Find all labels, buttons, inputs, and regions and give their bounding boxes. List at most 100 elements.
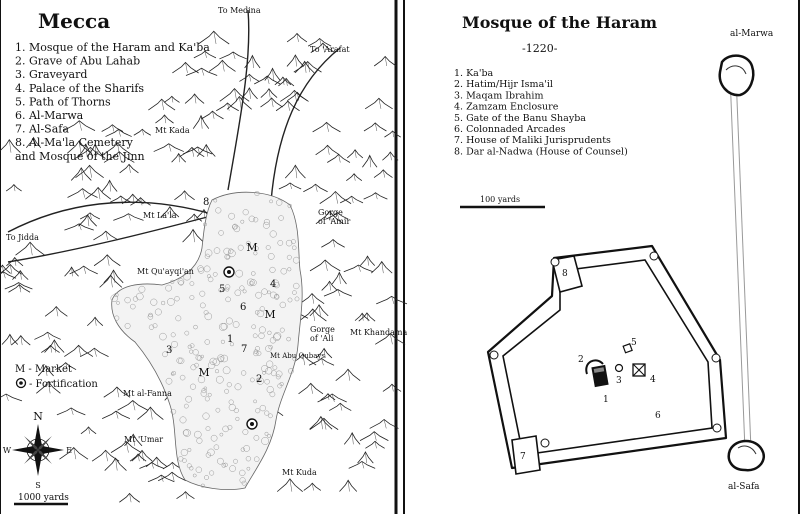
mountain-icon bbox=[182, 228, 204, 243]
mecca-title: Mecca bbox=[38, 9, 110, 33]
market-markers: M M M bbox=[198, 241, 275, 379]
mountain-icon bbox=[382, 151, 399, 161]
mountain-icon bbox=[70, 167, 92, 181]
mountain-icon bbox=[75, 164, 104, 179]
mountain-icon bbox=[0, 139, 21, 153]
mountain-icon bbox=[321, 239, 345, 248]
mountain-icon bbox=[113, 213, 144, 221]
legend-item: 5. Gate of the Banu Shayba bbox=[454, 113, 586, 124]
market-marker: M bbox=[264, 308, 275, 321]
mountain-icon bbox=[139, 462, 165, 469]
mountain-icon bbox=[309, 415, 333, 430]
mountain-icon bbox=[79, 212, 101, 220]
mountain-icon bbox=[37, 364, 54, 377]
city-texture bbox=[110, 190, 300, 488]
mountain-icon bbox=[303, 183, 328, 193]
mountain-icon bbox=[364, 97, 393, 110]
mountain-icon bbox=[148, 98, 176, 111]
legend-item: and Mosque of the Jinn bbox=[15, 150, 145, 163]
mountain-icon bbox=[137, 406, 164, 420]
city-outline bbox=[111, 191, 303, 490]
legend-item: 2. Grave of Abu Lahab bbox=[15, 55, 140, 68]
mecca-legend: 1. Mosque of the Haram and Ka'ba2. Grave… bbox=[15, 41, 210, 163]
city-number-2: 2 bbox=[256, 374, 262, 385]
mountain-icon bbox=[56, 407, 86, 416]
city-number-7: 7 bbox=[241, 344, 247, 355]
mountain-icon bbox=[119, 163, 139, 174]
legend-item: 6. Colonnaded Arcades bbox=[454, 124, 566, 135]
legend-item: 1. Ka'ba bbox=[454, 68, 494, 79]
legend-item: 4. Zamzam Enclosure bbox=[454, 102, 559, 113]
minaret-icon bbox=[711, 353, 721, 363]
mecca-key: M - Market - Fortification bbox=[15, 364, 98, 390]
minaret-icons bbox=[489, 251, 722, 448]
mountain-icon bbox=[310, 42, 336, 53]
mountain-icon bbox=[373, 55, 397, 67]
mountain-icon bbox=[185, 67, 218, 76]
mountain-icon bbox=[104, 457, 127, 471]
label-to-jidda: To Jidda bbox=[6, 233, 39, 242]
mountain-icon bbox=[312, 121, 341, 133]
mountain-icon bbox=[373, 169, 393, 178]
minaret-icon bbox=[489, 350, 499, 360]
legend-item: 8. Dar al-Nadwa (House of Counsel) bbox=[454, 146, 628, 157]
zamzam-icon bbox=[632, 363, 646, 377]
mountain-icon bbox=[359, 431, 389, 441]
legend-item: 3. Maqam Ibrahim bbox=[454, 90, 543, 101]
minaret-icon bbox=[550, 257, 560, 267]
label-mt-kuda: Mt Kuda bbox=[282, 468, 317, 477]
label-to-medina: To Medina bbox=[218, 6, 261, 15]
legend-item: 3. Graveyard bbox=[15, 68, 87, 81]
mountain-icon bbox=[75, 146, 106, 159]
mountain-icon bbox=[80, 426, 97, 435]
label-al-safa: al-Safa bbox=[728, 482, 760, 492]
mecca-scale-bar: 1000 yards bbox=[14, 493, 69, 506]
mountain-icon bbox=[124, 433, 143, 447]
mountain-icon bbox=[309, 259, 341, 272]
city-number-1: 1 bbox=[227, 334, 233, 345]
masa-path bbox=[729, 74, 752, 451]
al-safa-hill: al-Safa bbox=[727, 439, 765, 492]
mountain-icon bbox=[309, 417, 339, 430]
mountain-icon bbox=[226, 95, 252, 110]
mountain-icon bbox=[80, 347, 109, 357]
mountain-icon bbox=[4, 282, 33, 290]
al-marwa-hill: al-Marwa bbox=[718, 29, 774, 97]
haram-number-7: 7 bbox=[520, 452, 526, 462]
minaret-icon bbox=[712, 423, 722, 433]
mountain-icon bbox=[216, 102, 239, 112]
mountain-icon bbox=[382, 383, 402, 392]
mountain-icon bbox=[208, 59, 236, 72]
mountain-icon bbox=[239, 73, 260, 82]
mountain-icon bbox=[184, 93, 205, 104]
mountain-icon bbox=[346, 173, 363, 182]
mountain-icon bbox=[101, 179, 118, 192]
mountain-icon bbox=[117, 400, 149, 411]
mountain-icon bbox=[287, 91, 308, 102]
mountain-icon bbox=[131, 449, 153, 462]
mountain-icon bbox=[63, 120, 96, 132]
legend-item: 4. Palace of the Sharifs bbox=[15, 82, 144, 95]
compass-e: E bbox=[66, 446, 72, 455]
mountain-icon bbox=[198, 30, 230, 45]
mountain-icon bbox=[384, 130, 401, 138]
haram-number-1: 1 bbox=[603, 395, 609, 405]
mountain-icon bbox=[219, 51, 247, 60]
dar-al-nadwa-annex bbox=[551, 255, 583, 293]
fortification-icon bbox=[223, 266, 235, 278]
mountain-icon bbox=[64, 344, 94, 357]
city-area bbox=[110, 190, 303, 490]
compass-n: N bbox=[33, 410, 43, 423]
haram-number-3: 3 bbox=[616, 376, 622, 386]
key-fortification: - Fortification bbox=[29, 379, 98, 390]
mountain-icon bbox=[0, 264, 11, 274]
road-branch bbox=[7, 214, 216, 263]
mountain-icon bbox=[326, 212, 349, 220]
mountain-icon bbox=[264, 67, 281, 81]
mountain-icon bbox=[348, 460, 376, 469]
label-mt-al-fanna: Mt al-Fanna bbox=[123, 389, 172, 398]
mountain-icon bbox=[153, 143, 184, 152]
